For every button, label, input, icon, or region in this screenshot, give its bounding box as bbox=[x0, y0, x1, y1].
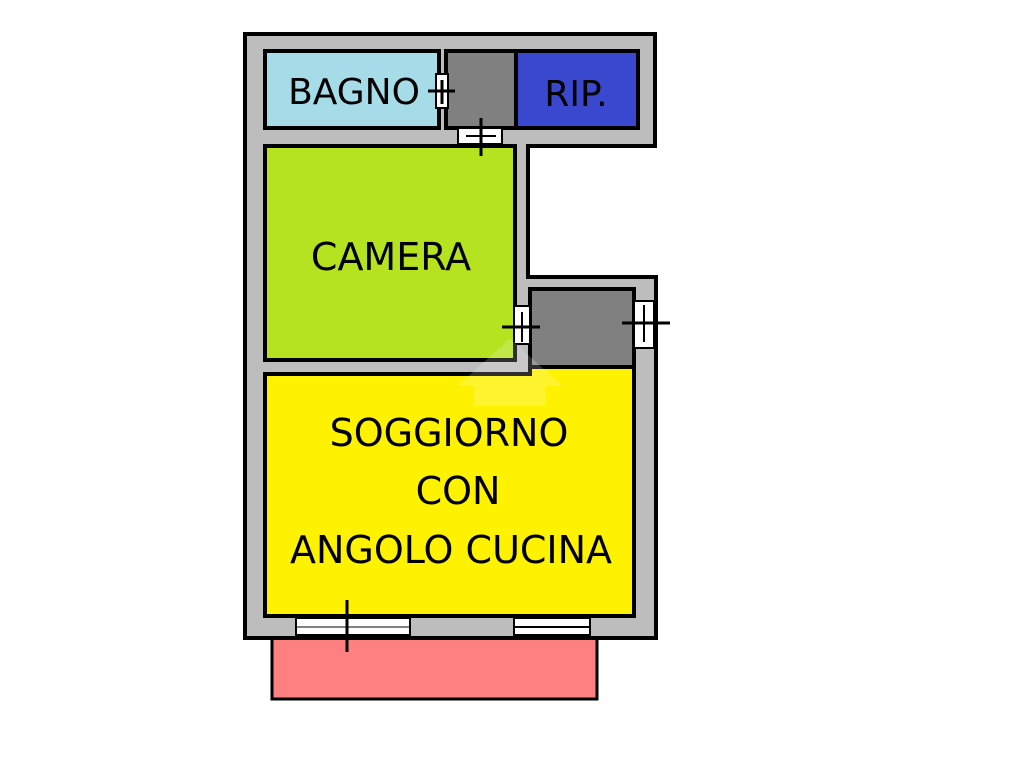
label-ripostiglio: RIP. bbox=[544, 74, 607, 115]
watermark-logo bbox=[457, 338, 563, 406]
room-camera bbox=[263, 144, 517, 362]
label-soggiorno-line3: ANGOLO CUCINA bbox=[290, 528, 612, 572]
label-bagno: BAGNO bbox=[288, 72, 420, 113]
room-ripostiglio bbox=[514, 49, 640, 130]
label-camera: CAMERA bbox=[311, 235, 471, 279]
room-disimpegno-top bbox=[444, 49, 520, 130]
balcony bbox=[270, 634, 599, 701]
room-disimpegno-right bbox=[528, 287, 636, 371]
room-soggiorno bbox=[263, 365, 636, 618]
room-bagno bbox=[263, 49, 441, 130]
label-soggiorno-line2: CON bbox=[416, 469, 501, 513]
label-soggiorno-line1: SOGGIORNO bbox=[330, 411, 569, 455]
